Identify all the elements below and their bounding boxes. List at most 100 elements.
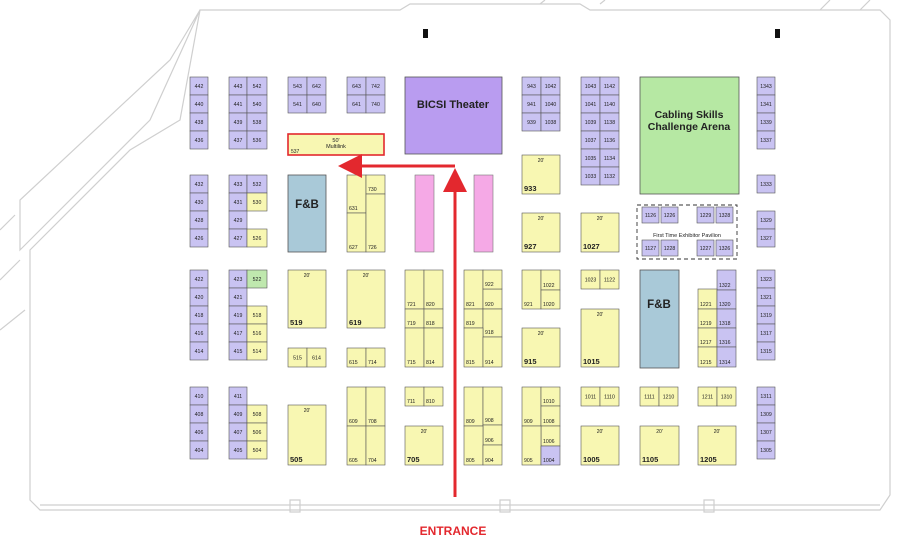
booth-1307[interactable]: 1307 — [756, 422, 776, 442]
booth-1043[interactable]: 1043 — [580, 76, 601, 96]
booth-1008[interactable]: 1008 — [540, 405, 561, 427]
booth-1314[interactable]: 1314 — [716, 346, 737, 368]
booth-1136[interactable]: 1136 — [599, 130, 620, 150]
booth-721[interactable]: 721 — [404, 269, 425, 310]
fb-area-right[interactable]: F&B — [639, 269, 680, 369]
booth-408[interactable]: 408 — [189, 404, 209, 424]
booth-922[interactable]: 922 — [482, 269, 503, 290]
booth-1127[interactable]: 1127 — [641, 239, 660, 257]
booth-1309[interactable]: 1309 — [756, 404, 776, 424]
booth-1321[interactable]: 1321 — [756, 287, 776, 307]
booth-1110[interactable]: 1110 — [599, 386, 620, 407]
booth-410[interactable]: 410 — [189, 386, 209, 406]
booth-1326[interactable]: 1326 — [715, 239, 734, 257]
booth-515[interactable]: 515 — [287, 347, 308, 368]
booth-1215[interactable]: 1215 — [697, 346, 718, 368]
booth-1329[interactable]: 1329 — [756, 210, 776, 230]
booth-921[interactable]: 921 — [521, 269, 542, 310]
booth-1305[interactable]: 1305 — [756, 440, 776, 460]
booth-416[interactable]: 416 — [189, 323, 209, 343]
booth-711[interactable]: 711 — [404, 386, 425, 407]
booth-1138[interactable]: 1138 — [599, 112, 620, 132]
booth-1041[interactable]: 1041 — [580, 94, 601, 114]
booth-419[interactable]: 419 — [228, 305, 248, 325]
booth-518[interactable]: 518 — [246, 305, 268, 325]
booth-542[interactable]: 542 — [246, 76, 268, 96]
booth-615[interactable]: 615 — [346, 347, 367, 368]
booth-1142[interactable]: 1142 — [599, 76, 620, 96]
booth-814[interactable]: 814 — [423, 327, 444, 368]
booth-1318[interactable]: 1318 — [716, 308, 737, 329]
booth-905[interactable]: 905 — [521, 425, 542, 466]
booth-1210[interactable]: 1210 — [658, 386, 679, 407]
booth-421[interactable]: 421 — [228, 287, 248, 307]
booth-809[interactable]: 809 — [463, 386, 484, 427]
booth-1010[interactable]: 1010 — [540, 386, 561, 407]
booth-406[interactable]: 406 — [189, 422, 209, 442]
booth-431[interactable]: 431 — [228, 192, 248, 212]
booth-1228[interactable]: 1228 — [660, 239, 679, 257]
booth-1023[interactable]: 1023 — [580, 269, 601, 290]
booth-1311[interactable]: 1311 — [756, 386, 776, 406]
booth-742[interactable]: 742 — [365, 76, 386, 96]
booth-1226[interactable]: 1226 — [660, 206, 679, 224]
booth-643[interactable]: 643 — [346, 76, 367, 96]
booth-407[interactable]: 407 — [228, 422, 248, 442]
booth-420[interactable]: 420 — [189, 287, 209, 307]
booth-443[interactable]: 443 — [228, 76, 248, 96]
booth-641[interactable]: 641 — [346, 94, 367, 114]
booth-536[interactable]: 536 — [246, 130, 268, 150]
booth-multilink-537[interactable]: 50' Multilink 537 — [287, 133, 385, 156]
booth-405[interactable]: 405 — [228, 440, 248, 460]
booth-414[interactable]: 414 — [189, 341, 209, 361]
booth-1341[interactable]: 1341 — [756, 94, 776, 114]
booth-719[interactable]: 719 — [404, 308, 425, 329]
booth-404[interactable]: 404 — [189, 440, 209, 460]
booth-543[interactable]: 543 — [287, 76, 308, 96]
booth-1327[interactable]: 1327 — [756, 228, 776, 248]
booth-941[interactable]: 941 — [521, 94, 542, 114]
booth-815[interactable]: 815 — [463, 327, 484, 368]
booth-1343[interactable]: 1343 — [756, 76, 776, 96]
booth-411[interactable]: 411 — [228, 386, 248, 406]
booth-820[interactable]: 820 — [423, 269, 444, 310]
booth-422[interactable]: 422 — [189, 269, 209, 289]
booth-810[interactable]: 810 — [423, 386, 444, 407]
cabling-skills-arena[interactable]: Cabling Skills Challenge Arena — [639, 76, 740, 195]
booth-437[interactable]: 437 — [228, 130, 248, 150]
booth-430[interactable]: 430 — [189, 192, 209, 212]
booth-1328[interactable]: 1328 — [715, 206, 734, 224]
booth-1022[interactable]: 1022 — [540, 269, 561, 291]
booth-1122[interactable]: 1122 — [599, 269, 620, 290]
booth-1011[interactable]: 1011 — [580, 386, 601, 407]
booth-1316[interactable]: 1316 — [716, 327, 737, 348]
booth-1035[interactable]: 1035 — [580, 148, 601, 168]
fb-area-left[interactable]: F&B — [287, 174, 327, 253]
booth-904[interactable]: 904 — [482, 444, 503, 466]
booth-428[interactable]: 428 — [189, 210, 209, 230]
booth-642[interactable]: 642 — [306, 76, 327, 96]
booth-730[interactable]: 730 — [365, 174, 386, 195]
booth-540[interactable]: 540 — [246, 94, 268, 114]
booth-906[interactable]: 906 — [482, 424, 503, 446]
booth-1040[interactable]: 1040 — [540, 94, 561, 114]
booth-1038[interactable]: 1038 — [540, 112, 561, 132]
booth-819[interactable]: 819 — [463, 308, 484, 329]
booth-1227[interactable]: 1227 — [696, 239, 715, 257]
booth-908[interactable]: 908 — [482, 386, 503, 426]
booth-1229[interactable]: 1229 — [696, 206, 715, 224]
booth-530[interactable]: 530 — [246, 192, 268, 212]
booth-1037[interactable]: 1037 — [580, 130, 601, 150]
booth-439[interactable]: 439 — [228, 112, 248, 132]
booth-1211[interactable]: 1211 — [697, 386, 718, 407]
booth-1323[interactable]: 1323 — [756, 269, 776, 289]
booth-1111[interactable]: 1111 — [639, 386, 660, 407]
booth-909[interactable]: 909 — [521, 386, 542, 427]
booth-1134[interactable]: 1134 — [599, 148, 620, 168]
